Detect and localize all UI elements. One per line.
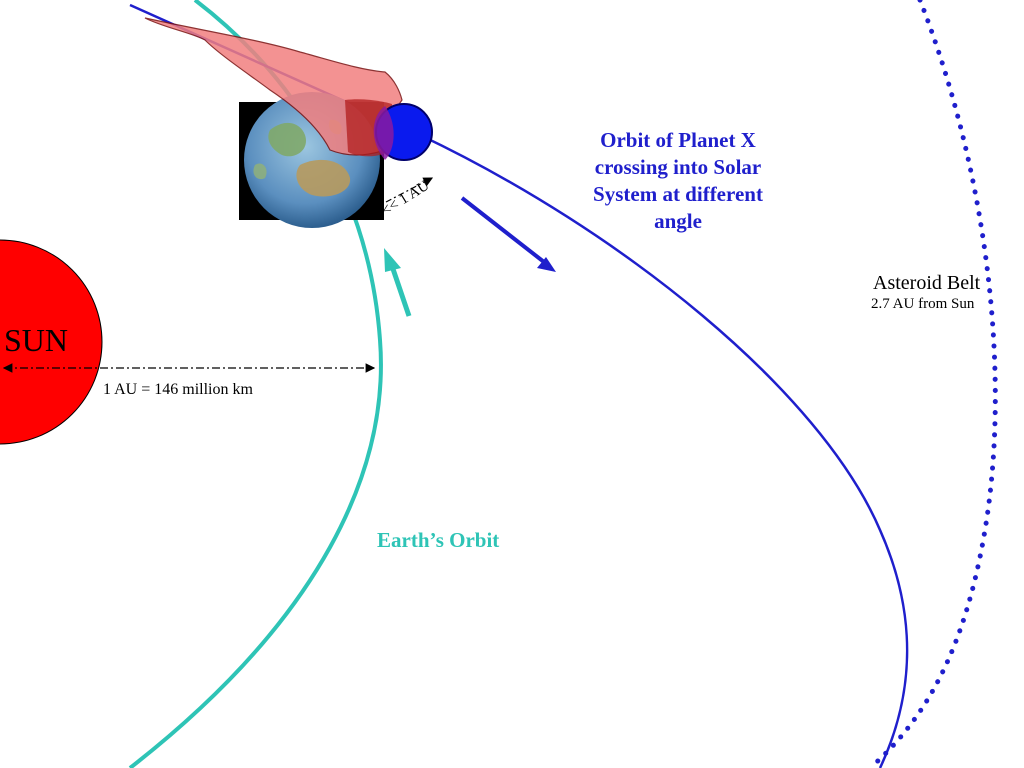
planet-x-direction-arrow [460, 196, 556, 272]
asteroid-belt-label: Asteroid Belt [873, 272, 981, 294]
planet-x-orbit-path [129, 3, 909, 768]
earth-orbit-label: Earth’s Orbit [377, 528, 500, 552]
near-pass-arrow [385, 177, 434, 203]
asteroid-belt-distance: 2.7 AU from Sun [871, 296, 975, 312]
planet-x-shadow [373, 106, 394, 160]
sun-label: SUN [4, 322, 69, 358]
earth-direction-arrow [384, 248, 412, 317]
asteroid-belt-path [867, 0, 998, 768]
sun-disc [0, 239, 103, 445]
planet-x-orbit-label: Orbit of Planet X crossing into Solar Sy… [593, 128, 763, 233]
au-distance-label: 1 AU = 146 million km [103, 381, 253, 398]
